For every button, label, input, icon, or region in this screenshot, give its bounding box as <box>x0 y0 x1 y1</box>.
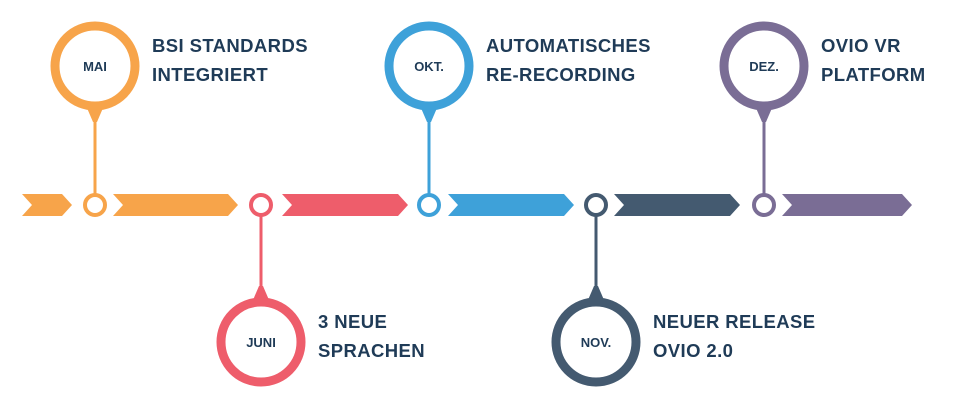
milestone-pin-neck <box>253 286 269 300</box>
timeline-arrow-segment <box>22 194 72 216</box>
milestone-title-line: NEUER RELEASE <box>653 311 815 332</box>
milestone-pin-neck <box>87 108 103 122</box>
milestone-title-line: RE-RECORDING <box>486 64 636 85</box>
timeline-dot <box>417 193 441 217</box>
milestone-month: MAI <box>83 59 107 74</box>
milestone-title-line: AUTOMATISCHES <box>486 35 651 56</box>
milestone: DEZ. OVIO VR PLATFORM <box>719 21 926 217</box>
timeline-milestones: MAI BSI STANDARDS INTEGRIERT JUNI 3 NEUE SPRA… <box>50 21 926 387</box>
milestone-month: NOV. <box>581 335 612 350</box>
timeline-arrow-segment <box>448 194 574 216</box>
timeline-arrow-segment <box>282 194 408 216</box>
milestone-bubble <box>719 21 809 111</box>
timeline-dot <box>83 193 107 217</box>
timeline-arrow-segment <box>113 194 238 216</box>
timeline-arrow-segment <box>782 194 912 216</box>
milestone-month: OKT. <box>414 59 444 74</box>
milestone-title-line: OVIO 2.0 <box>653 340 733 361</box>
milestone-title-line: BSI STANDARDS <box>152 35 308 56</box>
milestone: NOV. NEUER RELEASE OVIO 2.0 <box>551 193 815 387</box>
timeline-dot <box>752 193 776 217</box>
milestone-bubble <box>50 21 140 111</box>
timeline-dot <box>249 193 273 217</box>
milestone-pin-neck <box>421 108 437 122</box>
milestone-bubble <box>551 297 641 387</box>
milestone-month: JUNI <box>246 335 276 350</box>
timeline-arrow-segment <box>614 194 740 216</box>
milestone-pin-neck <box>588 286 604 300</box>
milestone: JUNI 3 NEUE SPRACHEN <box>216 193 425 387</box>
milestone-title-line: SPRACHEN <box>318 340 425 361</box>
milestone-bubble <box>384 21 474 111</box>
milestone-title-line: OVIO VR <box>821 35 901 56</box>
timeline-dot <box>584 193 608 217</box>
milestone-title-line: 3 NEUE <box>318 311 387 332</box>
milestone: MAI BSI STANDARDS INTEGRIERT <box>50 21 308 217</box>
timeline-arrows <box>22 194 912 216</box>
milestone-pin-neck <box>756 108 772 122</box>
milestone-month: DEZ. <box>749 59 779 74</box>
milestone-title-line: PLATFORM <box>821 64 926 85</box>
milestone-bubble <box>216 297 306 387</box>
milestone: OKT. AUTOMATISCHES RE-RECORDING <box>384 21 651 217</box>
milestone-title-line: INTEGRIERT <box>152 64 268 85</box>
